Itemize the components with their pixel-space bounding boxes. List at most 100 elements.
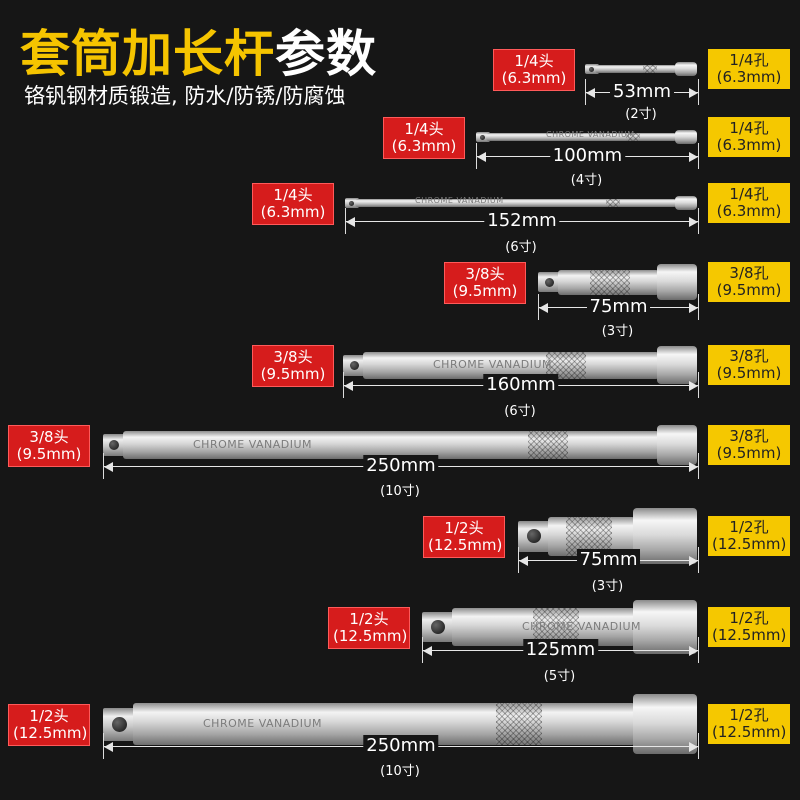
socket-hole-size: 1/4孔	[729, 185, 769, 203]
drive-head-mm: (6.3mm)	[501, 69, 567, 87]
arrow-left-icon	[586, 88, 595, 98]
length-inch-value: (10寸)	[380, 764, 420, 779]
title-params: 参数	[275, 25, 377, 83]
knurled-grip	[605, 199, 620, 207]
extension-shaft	[355, 199, 677, 207]
engraving-text: CHROME VANADIUM	[433, 358, 553, 371]
drive-head-size: 3/8头	[29, 428, 69, 446]
length-dimension: 125mm	[422, 637, 699, 663]
extension-bar-row: 1/2头(12.5mm)1/2孔(12.5mm)75mm(3寸)	[0, 0, 800, 594]
extension-shaft	[123, 431, 659, 459]
length-inch-value: (5寸)	[543, 669, 576, 684]
socket-hole-mm: (6.3mm)	[716, 136, 782, 154]
detent-ball	[544, 277, 554, 287]
socket-hole-size: 3/8孔	[729, 427, 769, 445]
drive-head-label: 1/2头(12.5mm)	[8, 704, 90, 746]
length-inch-value: (4寸)	[570, 173, 603, 188]
socket-hole-label: 1/2孔(12.5mm)	[708, 704, 790, 744]
drive-head-size: 3/8头	[273, 348, 313, 366]
drive-head-mm: (12.5mm)	[13, 724, 88, 742]
drive-head-label: 1/4头(6.3mm)	[493, 49, 575, 91]
socket-hole-size: 1/2孔	[729, 706, 769, 724]
drive-head-label: 1/2头(12.5mm)	[328, 607, 410, 649]
length-value: 53mm	[610, 81, 674, 102]
knurled-grip	[528, 431, 569, 459]
extension-bar-row: 3/8头(9.5mm)3/8孔(9.5mm)75mm(3寸)	[0, 0, 800, 339]
length-value: 152mm	[484, 210, 560, 231]
drive-head-size: 1/2头	[349, 610, 389, 628]
drive-head-size: 3/8头	[465, 265, 505, 283]
length-dimension: 75mm	[518, 547, 699, 573]
length-inch-value: (10寸)	[380, 484, 420, 499]
arrow-right-icon	[689, 646, 698, 656]
extension-bar-row: 1/4头(6.3mm) 1/4孔(6.3mm) 53mm (2寸)	[0, 0, 800, 122]
length-value: 250mm	[363, 455, 439, 476]
drive-head-mm: (12.5mm)	[428, 536, 503, 554]
length-dimension: 100mm	[476, 143, 699, 169]
length-inch-value: (6寸)	[504, 404, 536, 419]
detent-ball	[588, 66, 594, 72]
drive-head-mm: (9.5mm)	[16, 445, 82, 463]
socket-hole-label: 3/8孔(9.5mm)	[708, 425, 790, 465]
knurled-grip	[496, 703, 543, 745]
socket-hole-size: 3/8孔	[729, 264, 769, 282]
length-dimension: 53mm	[585, 79, 699, 105]
length-value: 160mm	[483, 374, 559, 395]
socket-end	[675, 62, 697, 76]
socket-hole-label: 1/2孔(12.5mm)	[708, 607, 790, 647]
length-value: 75mm	[586, 296, 651, 317]
detent-ball	[349, 360, 359, 370]
length-dimension: 250mm	[103, 453, 699, 479]
detent-ball	[348, 200, 354, 206]
page-title: 套筒加长杆参数	[20, 14, 377, 86]
length-value: 250mm	[363, 735, 439, 756]
material-subtitle: 铬钒钢材质锻造, 防水/防锈/防腐蚀	[24, 84, 346, 108]
detent-ball	[109, 440, 119, 450]
length-dimension: 75mm	[538, 294, 699, 320]
length-dimension: 152mm	[345, 208, 699, 234]
detent-ball	[479, 134, 485, 140]
socket-hole-size: 1/4孔	[729, 119, 769, 137]
drive-head-label: 1/4头(6.3mm)	[383, 117, 465, 159]
drive-head-label: 3/8头(9.5mm)	[444, 262, 526, 304]
socket-end	[657, 425, 697, 465]
engraving-text: CHROME VANADIUM	[546, 130, 635, 139]
arrow-left-icon	[344, 381, 353, 391]
length-inch-value: (3寸)	[591, 579, 624, 594]
socket-hole-mm: (9.5mm)	[716, 281, 782, 299]
drive-head-mm: (6.3mm)	[260, 203, 326, 221]
length-inch-value: (2寸)	[625, 107, 657, 122]
arrow-right-icon	[689, 556, 698, 566]
extension-shaft	[486, 133, 677, 141]
socket-hole-mm: (6.3mm)	[716, 202, 782, 220]
socket-hole-label: 1/4孔(6.3mm)	[708, 183, 790, 223]
socket-end	[657, 264, 697, 300]
arrow-right-icon	[689, 381, 698, 391]
knurled-grip	[590, 269, 631, 295]
arrow-left-icon	[104, 742, 113, 752]
drive-head-label: 3/8头(9.5mm)	[8, 425, 90, 467]
arrow-left-icon	[423, 646, 432, 656]
arrow-left-icon	[539, 303, 548, 313]
extension-shaft	[595, 65, 677, 73]
socket-hole-label: 1/4孔(6.3mm)	[708, 49, 790, 89]
length-dimension: 250mm	[103, 733, 699, 759]
drive-head-label: 1/2头(12.5mm)	[423, 516, 505, 558]
arrow-right-icon	[689, 303, 698, 313]
drive-head-label: 1/4头(6.3mm)	[252, 183, 334, 225]
title-main: 套筒加长杆	[20, 25, 275, 83]
length-dimension: 160mm	[343, 372, 699, 398]
socket-hole-size: 1/2孔	[729, 609, 769, 627]
arrow-right-icon	[689, 88, 698, 98]
arrow-left-icon	[104, 462, 113, 472]
engraving-text: CHROME VANADIUM	[203, 717, 323, 730]
length-value: 100mm	[549, 145, 626, 166]
extension-bar-row: 3/8头(9.5mm) 3/8孔(9.5mm) CHROME VANADIUM 160…	[0, 0, 800, 419]
knurled-grip	[626, 133, 640, 141]
drive-head-size: 1/4头	[514, 52, 554, 70]
